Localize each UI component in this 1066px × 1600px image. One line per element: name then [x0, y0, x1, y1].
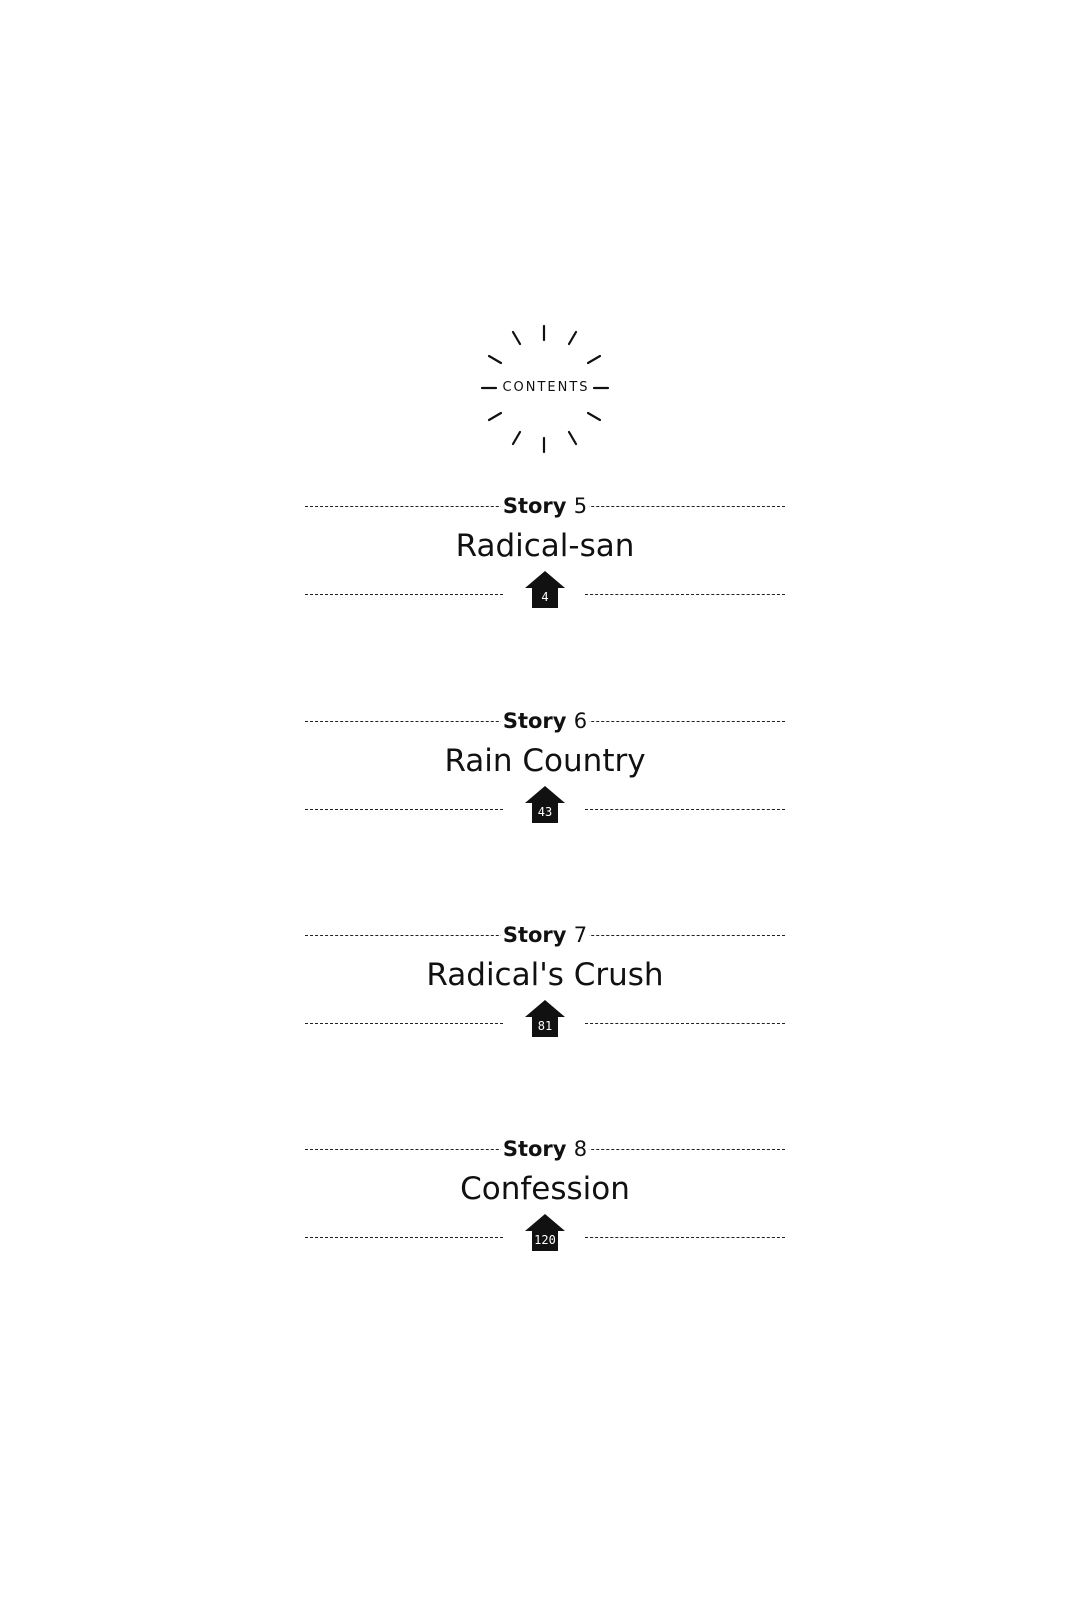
sunburst-icon — [480, 324, 610, 454]
house-icon — [525, 571, 565, 608]
dashed-divider — [585, 1237, 785, 1238]
story-title: Radical's Crush — [426, 957, 664, 993]
story-word: Story — [502, 494, 567, 518]
contents-header: CONTENTS — [477, 320, 615, 458]
story-number-label: Story 8 — [305, 1137, 785, 1161]
story-number: 6 — [573, 709, 588, 733]
toc-entry[interactable]: Story 8 Confession 120 — [305, 1137, 785, 1269]
story-title: Confession — [460, 1171, 630, 1207]
page-number-badge: 4 — [523, 570, 567, 610]
page-number: 43 — [537, 805, 553, 819]
story-word: Story — [502, 923, 567, 947]
house-icon — [525, 1214, 565, 1251]
story-number: 8 — [573, 1137, 588, 1161]
page-number: 4 — [541, 590, 549, 604]
story-number-label: Story 6 — [305, 709, 785, 733]
toc-entry[interactable]: Story 6 Rain Country 43 — [305, 709, 785, 841]
dashed-divider — [585, 594, 785, 595]
house-icon — [525, 786, 565, 823]
contents-title: CONTENTS — [502, 380, 590, 395]
page-number: 81 — [537, 1019, 553, 1033]
page-number-badge: 81 — [523, 999, 567, 1039]
story-title: Rain Country — [444, 743, 646, 779]
story-number: 5 — [573, 494, 588, 518]
dashed-divider — [305, 594, 503, 595]
story-number-label: Story 7 — [305, 923, 785, 947]
toc-entry[interactable]: Story 5 Radical-san 4 — [305, 494, 785, 626]
dashed-divider — [305, 809, 503, 810]
dashed-divider — [585, 1023, 785, 1024]
dashed-divider — [585, 809, 785, 810]
page-number-badge: 43 — [523, 785, 567, 825]
page-number: 120 — [534, 1233, 556, 1247]
story-number-label: Story 5 — [305, 494, 785, 518]
page-number-badge: 120 — [523, 1213, 567, 1253]
story-title: Radical-san — [455, 528, 635, 564]
toc-entry[interactable]: Story 7 Radical's Crush 81 — [305, 923, 785, 1055]
dashed-divider — [305, 1237, 503, 1238]
dashed-divider — [305, 1023, 503, 1024]
story-number: 7 — [573, 923, 588, 947]
story-word: Story — [502, 709, 567, 733]
story-word: Story — [502, 1137, 567, 1161]
house-icon — [525, 1000, 565, 1037]
